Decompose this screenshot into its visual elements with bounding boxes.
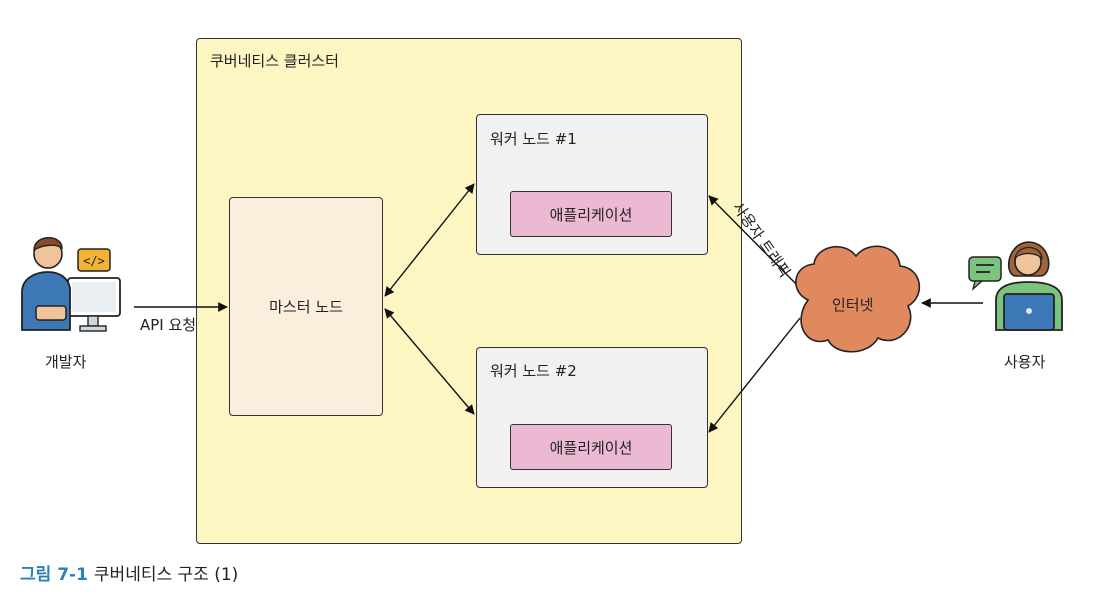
arrow-internet-worker1 [708, 195, 801, 289]
internet-label: 인터넷 [832, 296, 874, 314]
arrow-master-worker1 [384, 183, 475, 297]
developer-label: 개발자 [45, 353, 87, 371]
worker-node-2-application: 애플리케이션 [510, 424, 672, 470]
application-label: 애플리케이션 [549, 205, 633, 224]
arrow-master-worker2 [384, 308, 475, 415]
worker-node-1-application: 애플리케이션 [510, 191, 672, 237]
worker-node-2-title: 워커 노드 #2 [490, 362, 577, 380]
cluster-title: 쿠버네티스 클러스터 [210, 52, 339, 70]
worker-node-1-title: 워커 노드 #1 [490, 130, 577, 148]
master-node-label: 마스터 노드 [269, 298, 343, 316]
figure-title: 쿠버네티스 구조 (1) [93, 565, 239, 585]
internet-cloud-icon [795, 245, 921, 353]
api-request-label: API 요청 [140, 316, 197, 334]
arrow-internet-worker2 [708, 317, 801, 433]
figure-number: 그림 7-1 [20, 565, 88, 585]
developer-icon: </> [21, 237, 121, 332]
svg-text:</>: </> [83, 254, 105, 268]
master-node: 마스터 노드 [229, 197, 383, 416]
user-icon [968, 241, 1063, 331]
user-label: 사용자 [1004, 353, 1046, 371]
application-label: 애플리케이션 [549, 438, 633, 457]
